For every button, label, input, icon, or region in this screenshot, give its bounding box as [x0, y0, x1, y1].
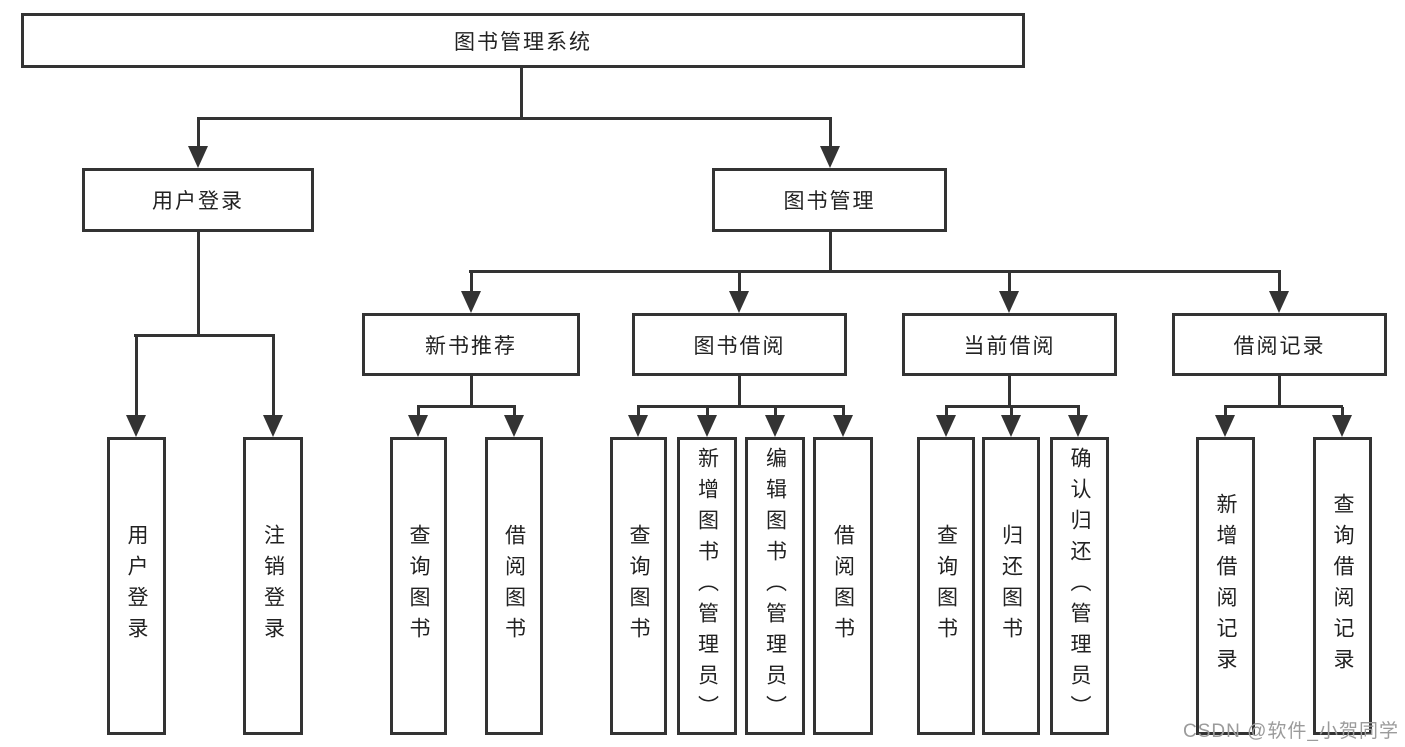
arrow-down-icon	[408, 415, 428, 437]
arrow-down-icon	[188, 146, 208, 168]
leaf-add-borrow-record-label: 新增借阅记录	[1214, 493, 1237, 679]
leaf-borrow-book-recommend-label: 借阅图书	[502, 524, 526, 648]
connector-hline	[134, 334, 275, 337]
connector-vline	[520, 68, 523, 118]
connector-vline	[1224, 407, 1227, 415]
connector-vline	[197, 118, 200, 146]
leaf-query-borrow-record-label: 查询借阅记录	[1331, 493, 1354, 679]
connector-vline	[738, 376, 741, 407]
node-new-book-recommend-label: 新书推荐	[425, 334, 517, 358]
leaf-borrow-book-label: 借阅图书	[831, 524, 855, 648]
leaf-query-book-recommend-label: 查询图书	[407, 524, 430, 648]
connector-vline	[706, 407, 709, 415]
connector-vline	[842, 407, 845, 415]
node-book-borrow-label: 图书借阅	[693, 334, 786, 358]
leaf-query-book-borrow: 查询图书	[610, 437, 667, 735]
arrow-down-icon	[126, 415, 146, 437]
connector-hline	[945, 405, 1080, 408]
connector-vline	[1278, 376, 1281, 407]
leaf-edit-book-admin-label: 编辑图书（管理员）	[763, 446, 787, 726]
leaf-confirm-return-admin-label: 确认归还（管理员）	[1068, 446, 1091, 726]
leaf-add-borrow-record: 新增借阅记录	[1196, 437, 1255, 735]
connector-vline	[1077, 407, 1080, 415]
leaf-user-login-label: 用户登录	[125, 524, 148, 648]
arrow-down-icon	[936, 415, 956, 437]
arrow-down-icon	[729, 291, 749, 313]
arrow-down-icon	[765, 415, 785, 437]
connector-hline	[469, 270, 1281, 273]
connector-hline	[417, 405, 516, 408]
connector-vline	[1010, 407, 1013, 415]
connector-vline	[1278, 271, 1281, 291]
arrow-down-icon	[461, 291, 481, 313]
leaf-user-login: 用户登录	[107, 437, 166, 735]
node-root-label: 图书管理系统	[454, 30, 592, 54]
leaf-query-book-recommend: 查询图书	[390, 437, 447, 735]
connector-vline	[417, 407, 420, 415]
arrow-down-icon	[697, 415, 717, 437]
connector-vline	[1008, 271, 1011, 291]
connector-vline	[272, 336, 275, 415]
leaf-query-borrow-record: 查询借阅记录	[1313, 437, 1372, 735]
connector-vline	[774, 407, 777, 415]
connector-hline	[1224, 405, 1343, 408]
leaf-edit-book-admin: 编辑图书（管理员）	[745, 437, 805, 735]
arrow-down-icon	[628, 415, 648, 437]
connector-vline	[470, 271, 473, 291]
arrow-down-icon	[1068, 415, 1088, 437]
arrow-down-icon	[999, 291, 1019, 313]
arrow-down-icon	[504, 415, 524, 437]
leaf-logout-label: 注销登录	[261, 524, 285, 648]
connector-vline	[829, 232, 832, 271]
csdn-watermark: CSDN @软件_小贺同学	[1183, 721, 1399, 742]
node-new-book-recommend: 新书推荐	[362, 313, 580, 376]
node-current-borrow: 当前借阅	[902, 313, 1117, 376]
connector-hline	[197, 117, 832, 120]
connector-vline	[197, 232, 200, 336]
leaf-query-book-current: 查询图书	[917, 437, 975, 735]
connector-vline	[1008, 376, 1011, 407]
arrow-down-icon	[1269, 291, 1289, 313]
arrow-down-icon	[820, 146, 840, 168]
node-borrow-records-label: 借阅记录	[1233, 334, 1326, 358]
connector-vline	[135, 336, 138, 415]
node-current-borrow-label: 当前借阅	[963, 334, 1056, 358]
arrow-down-icon	[263, 415, 283, 437]
connector-hline	[637, 405, 845, 408]
connector-vline	[513, 407, 516, 415]
leaf-query-book-borrow-label: 查询图书	[627, 524, 650, 648]
leaf-return-book-label: 归还图书	[999, 524, 1023, 648]
node-root: 图书管理系统	[21, 13, 1025, 68]
leaf-borrow-book-recommend: 借阅图书	[485, 437, 543, 735]
node-user-login-label: 用户登录	[152, 190, 244, 213]
arrow-down-icon	[1001, 415, 1021, 437]
node-book-borrow: 图书借阅	[632, 313, 847, 376]
connector-vline	[945, 407, 948, 415]
leaf-confirm-return-admin: 确认归还（管理员）	[1050, 437, 1109, 735]
connector-vline	[1341, 407, 1344, 415]
leaf-logout: 注销登录	[243, 437, 303, 735]
arrow-down-icon	[1215, 415, 1235, 437]
node-user-login: 用户登录	[82, 168, 314, 232]
connector-vline	[470, 376, 473, 407]
connector-vline	[637, 407, 640, 415]
arrow-down-icon	[1332, 415, 1352, 437]
connector-vline	[738, 271, 741, 291]
leaf-return-book: 归还图书	[982, 437, 1040, 735]
arrow-down-icon	[833, 415, 853, 437]
node-book-management: 图书管理	[712, 168, 947, 232]
leaf-borrow-book: 借阅图书	[813, 437, 873, 735]
node-borrow-records: 借阅记录	[1172, 313, 1387, 376]
connector-vline	[829, 118, 832, 146]
leaf-add-book-admin: 新增图书（管理员）	[677, 437, 737, 735]
leaf-add-book-admin-label: 新增图书（管理员）	[695, 446, 719, 726]
node-book-management-label: 图书管理	[783, 190, 876, 213]
leaf-query-book-current-label: 查询图书	[934, 524, 958, 648]
